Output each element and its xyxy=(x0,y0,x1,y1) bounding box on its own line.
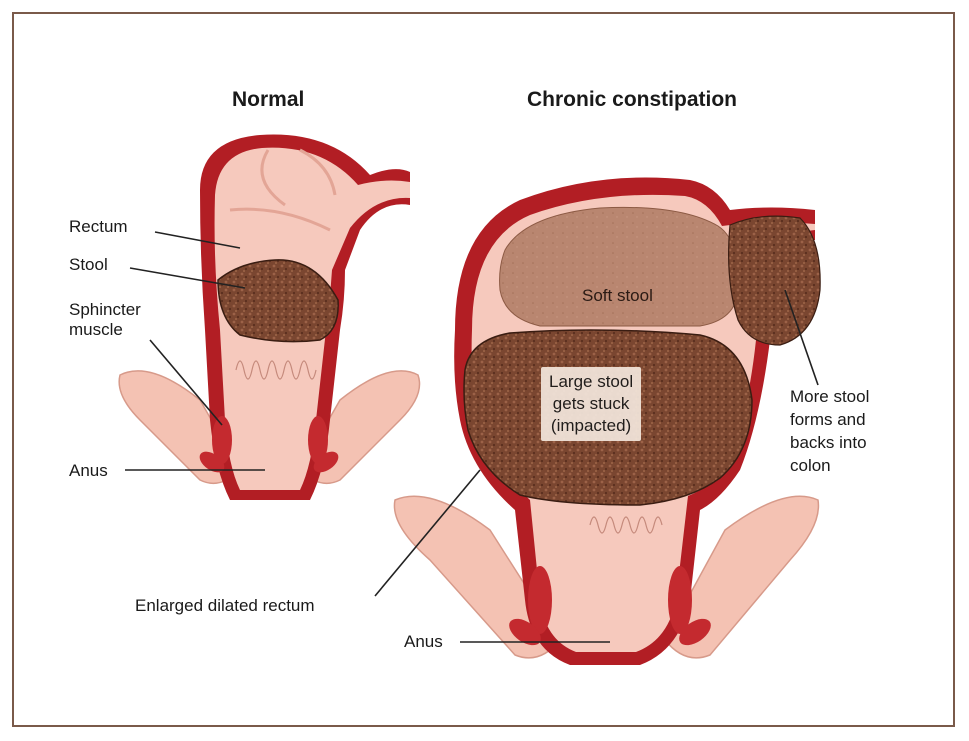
more-stool-label: More stool forms and backs into colon xyxy=(790,385,869,477)
enlarged-rectum-label: Enlarged dilated rectum xyxy=(135,596,315,615)
leader-lines xyxy=(125,231,819,643)
large-stool-line1: Large stool xyxy=(549,372,634,391)
large-stool-line2: gets stuck xyxy=(552,394,630,413)
soft-stool-label: Soft stool xyxy=(582,286,653,305)
more-stool-line4: colon xyxy=(790,456,831,475)
rectum-label: Rectum xyxy=(69,217,128,236)
chronic-title: Chronic constipation xyxy=(527,88,737,111)
stool-label: Stool xyxy=(69,255,108,274)
stool-leader xyxy=(129,267,246,289)
rectum-leader xyxy=(154,231,241,249)
anus-left-label: Anus xyxy=(69,461,108,480)
anus-right-label: Anus xyxy=(404,632,443,651)
sphincter-label-line1: Sphincter xyxy=(69,300,141,319)
normal-anatomy xyxy=(118,134,421,500)
large-stool-label: Large stool gets stuck (impacted) xyxy=(541,367,642,441)
sphincter-label: Sphincter muscle xyxy=(69,300,141,340)
enlarged-rectum-leader xyxy=(374,469,481,597)
sphincter-leader xyxy=(149,339,223,426)
more-stool-line2: forms and xyxy=(790,410,866,429)
large-stool-line3: (impacted) xyxy=(550,416,632,435)
more-stool-leader xyxy=(784,289,819,386)
sphincter-label-line2: muscle xyxy=(69,320,123,339)
more-stool-line1: More stool xyxy=(790,387,870,406)
more-stool-line3: backs into xyxy=(790,433,867,452)
normal-title: Normal xyxy=(232,88,305,111)
